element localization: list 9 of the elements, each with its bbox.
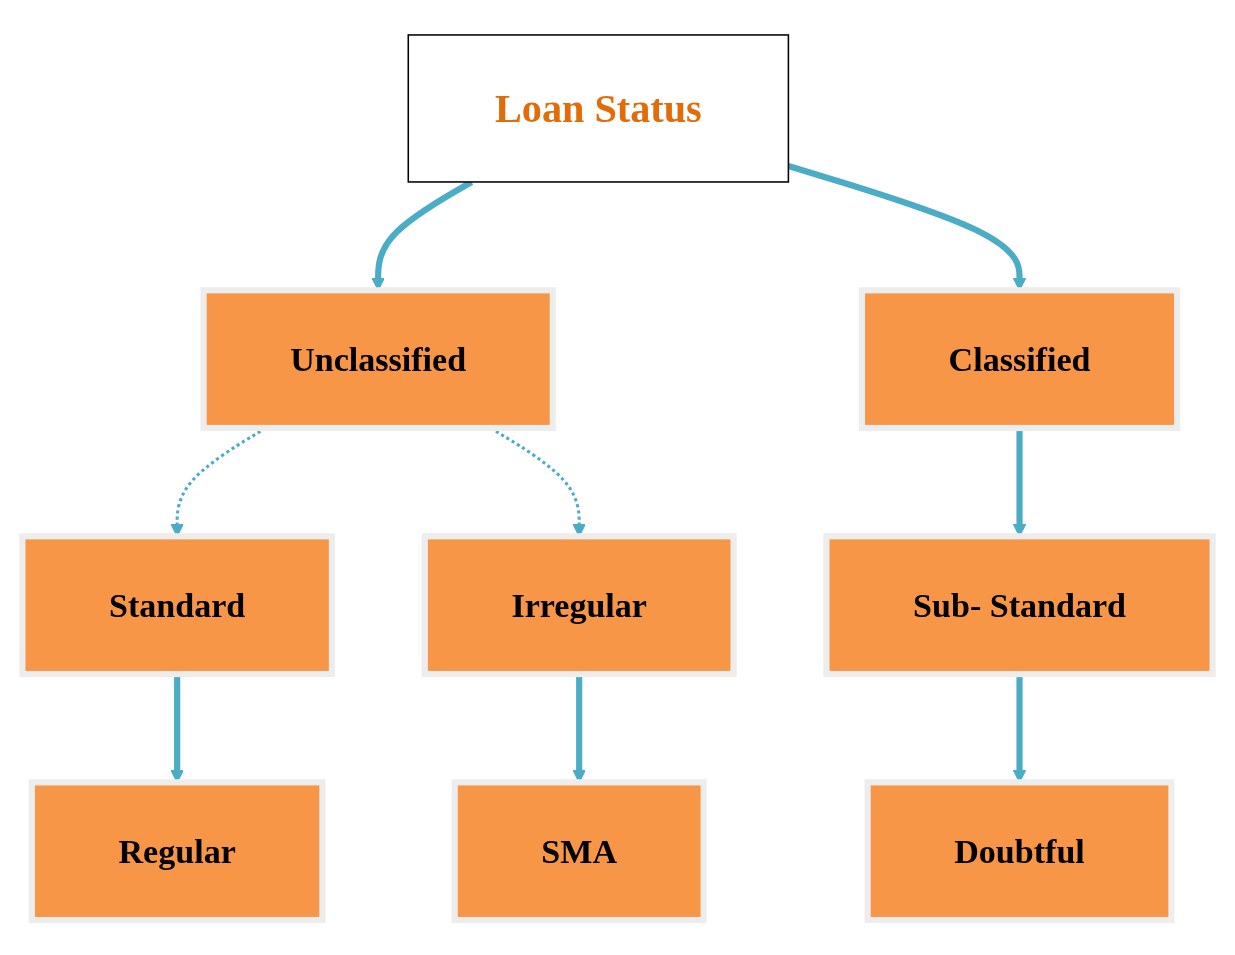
node-box: Classified bbox=[858, 287, 1181, 432]
node-box: Regular bbox=[28, 779, 326, 924]
node-box: Irregular bbox=[421, 533, 737, 678]
node-box: Doubtful bbox=[864, 779, 1175, 924]
node-box: Loan Status bbox=[407, 34, 790, 183]
node-box: Standard bbox=[19, 533, 336, 678]
node-box: Sub- Standard bbox=[823, 533, 1216, 678]
node-box: SMA bbox=[451, 779, 707, 924]
node-box: Unclassified bbox=[200, 287, 556, 432]
